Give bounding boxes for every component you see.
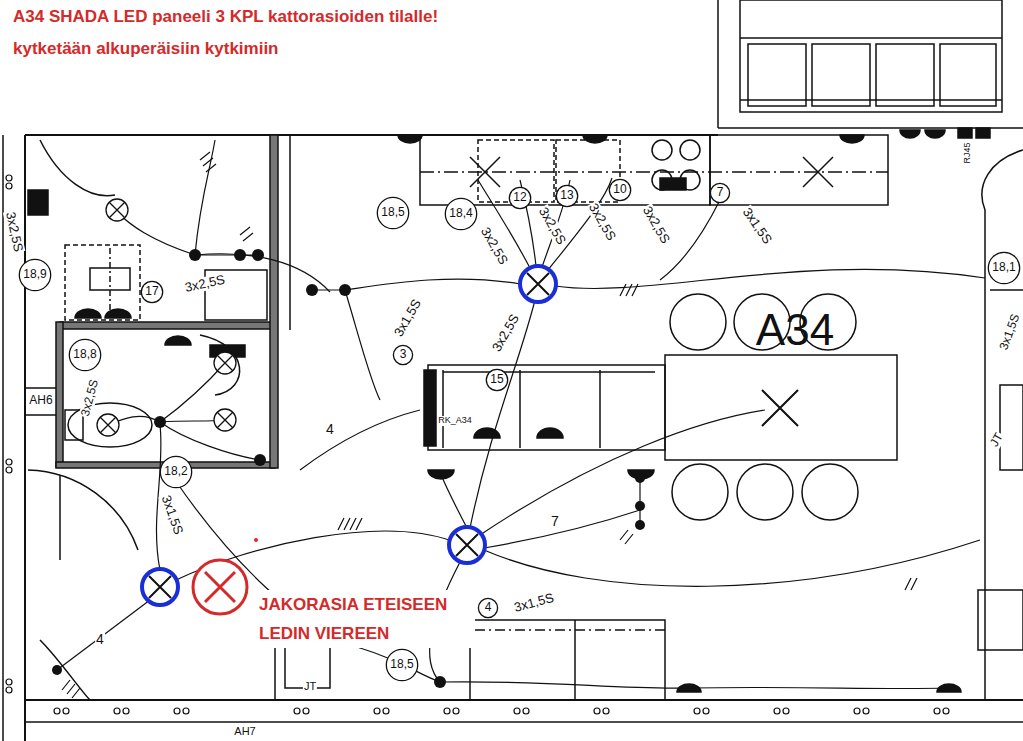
red-note: JAKORASIA ETEISEEN LEDIN VIEREEN <box>258 590 475 648</box>
cable-label: 7 <box>550 514 560 529</box>
junction-box <box>193 560 247 614</box>
cable-label: 3x2,5S <box>79 377 102 418</box>
callout-number: 18,1 <box>991 261 1016 274</box>
callout-circle <box>445 198 476 229</box>
cable-label: 3x1,5S <box>512 591 557 616</box>
cable-label: 4 <box>325 422 335 437</box>
cable-label: 3x1,5S <box>391 296 425 340</box>
callout-number: 18,4 <box>448 207 473 220</box>
cable-label: 3x2,5S <box>477 224 511 268</box>
cable-label: 3x2,5S <box>535 204 569 248</box>
callout-circle <box>710 183 729 202</box>
callout-circle <box>386 649 417 680</box>
cable-label: 3x1,5S <box>739 204 775 247</box>
cable-label: JT <box>303 680 317 692</box>
cable-label: 3x2,5S <box>3 210 26 255</box>
callout-circle <box>160 456 191 487</box>
callout-number: 13 <box>559 189 574 202</box>
room-label: A34 <box>755 306 835 354</box>
callout-circle <box>509 187 530 208</box>
callout-number: 18,5 <box>380 206 405 219</box>
cable-label: 4 <box>95 632 105 647</box>
callout-number: 17 <box>144 285 159 298</box>
callout-circle <box>393 345 412 364</box>
callout-circle <box>141 281 162 302</box>
callout-number: 18,8 <box>72 348 97 361</box>
cable-label: JT <box>987 430 1006 450</box>
led-panel <box>449 527 485 563</box>
cable-label: AH7 <box>233 725 256 737</box>
callout-circle <box>556 185 577 206</box>
callout-number: 4 <box>484 601 493 614</box>
led-panel <box>142 569 178 605</box>
callout-number: 3 <box>399 348 408 361</box>
note-title: A34 SHADA LED paneeli 3 KPL kattorasioid… <box>12 8 439 27</box>
cable-label: 3x1,5S <box>158 493 186 538</box>
cable-label: RJ45 <box>963 141 973 164</box>
cable-label: 3x2,5S <box>639 203 673 247</box>
callout-circle <box>609 179 630 200</box>
cable-label: 3x2,5S <box>489 311 523 355</box>
callout-number: 18,2 <box>163 465 188 478</box>
callout-circle <box>377 197 408 228</box>
callout-number: 10 <box>612 183 627 196</box>
cable-label: 3x2,5S <box>183 273 228 296</box>
callout-number: 18,5 <box>389 658 414 671</box>
callout-circle <box>478 598 497 617</box>
callout-number: 15 <box>489 373 504 386</box>
cable-label: 3x1,5S <box>997 311 1023 352</box>
callout-circle <box>19 259 50 290</box>
callout-circle <box>988 252 1019 283</box>
callout-circle <box>486 369 507 390</box>
red-note: kytketään alkuperäisiin kytkimiin <box>12 40 280 59</box>
cable-label: AH6 <box>28 394 53 407</box>
led-panel <box>520 266 556 302</box>
cable-label: 3x2,5S <box>585 200 619 244</box>
callout-number: 12 <box>512 191 527 204</box>
callout-number: 7 <box>716 186 725 199</box>
cable-label: RK_A34 <box>437 416 473 426</box>
callout-number: 18,9 <box>22 268 47 281</box>
callout-circle <box>69 339 100 370</box>
